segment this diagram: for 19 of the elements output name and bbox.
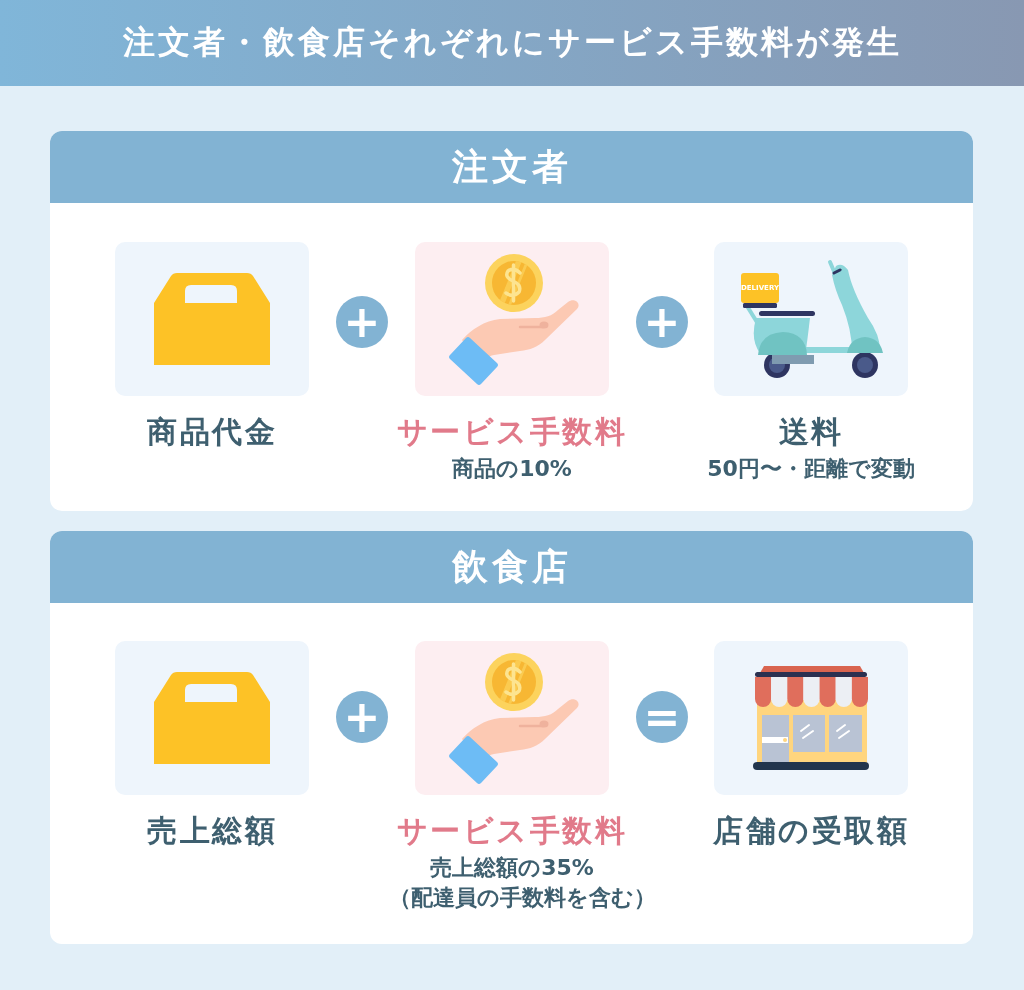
item-note: 商品の10%	[452, 455, 572, 483]
item-title: サービス手数料	[396, 813, 628, 849]
item-note: （配達員の手数料を含む）	[389, 884, 656, 912]
item-title: 売上総額	[147, 813, 277, 849]
item-title: 商品代金	[147, 414, 277, 450]
item-title: サービス手数料	[396, 414, 628, 450]
item-title: 店舗の受取額	[713, 813, 909, 849]
operator-sign: +	[636, 296, 688, 348]
panel-card	[50, 531, 973, 944]
operator-sign: =	[636, 691, 688, 743]
panel-header: 飲食店	[50, 531, 973, 603]
operator-sign: +	[336, 296, 388, 348]
operator-sign: +	[336, 691, 388, 743]
item-note: 50円〜・距離で変動	[707, 455, 915, 483]
panel-header: 注文者	[50, 131, 973, 203]
title-banner: 注文者・飲食店それぞれにサービス手数料が発生	[0, 0, 1024, 86]
item-title: 送料	[778, 414, 844, 450]
panel-card	[50, 131, 973, 511]
item-note: 売上総額の35%	[430, 854, 594, 882]
